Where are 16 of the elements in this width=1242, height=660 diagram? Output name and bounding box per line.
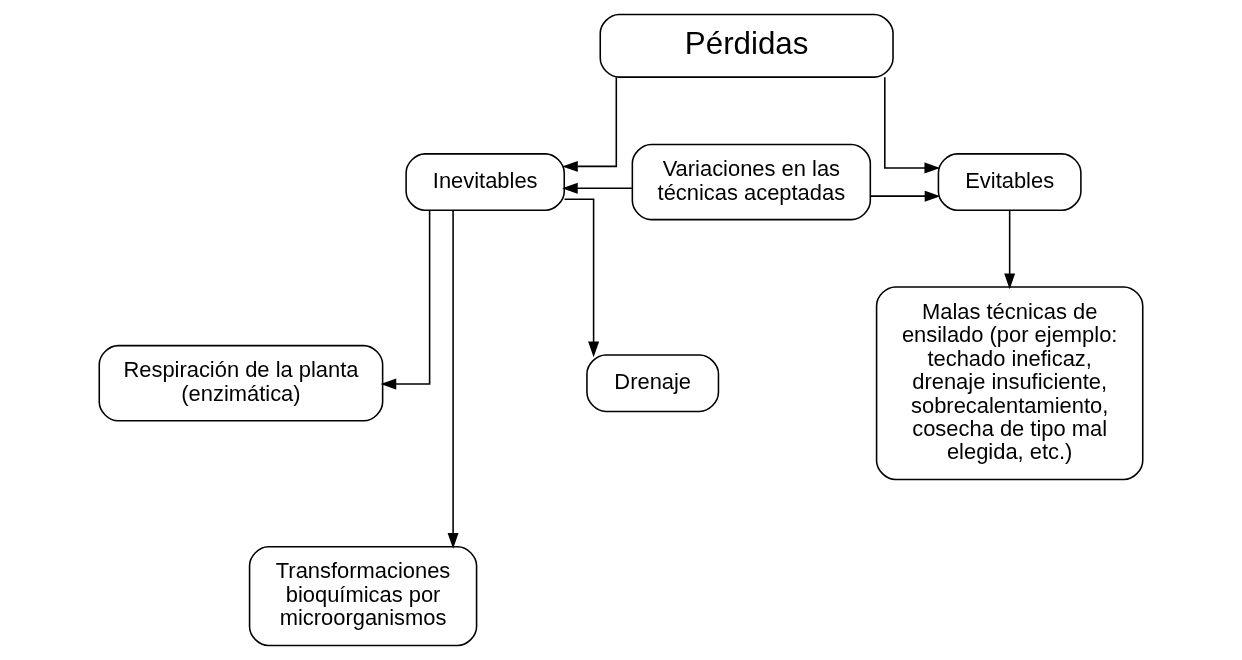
node-box: Transformaciones bioquímicas por microorganismos bbox=[248, 546, 478, 647]
arrow bbox=[869, 190, 941, 202]
node-box: Pérdidas bbox=[599, 13, 894, 78]
arrow bbox=[562, 76, 618, 172]
arrow bbox=[1004, 209, 1016, 290]
node-box: Evitables bbox=[937, 153, 1082, 211]
node-box: Respiración de la planta (enzimática) bbox=[98, 344, 384, 422]
node-box: Drenaje bbox=[586, 354, 720, 413]
arrow bbox=[380, 209, 431, 390]
arrow bbox=[447, 209, 459, 549]
node-box: Malas técnicas de ensilado (por ejemplo: techado ineficaz, drenaje insuficiente, sobrecalentamiento, cosecha de tipo mal elegida, etc.) bbox=[875, 286, 1144, 481]
node-box: Variaciones en las técnicas aceptadas bbox=[631, 143, 872, 221]
arrow bbox=[884, 76, 941, 174]
node-box: Inevitables bbox=[405, 153, 566, 211]
arrow bbox=[563, 198, 600, 358]
arrow bbox=[562, 182, 634, 194]
